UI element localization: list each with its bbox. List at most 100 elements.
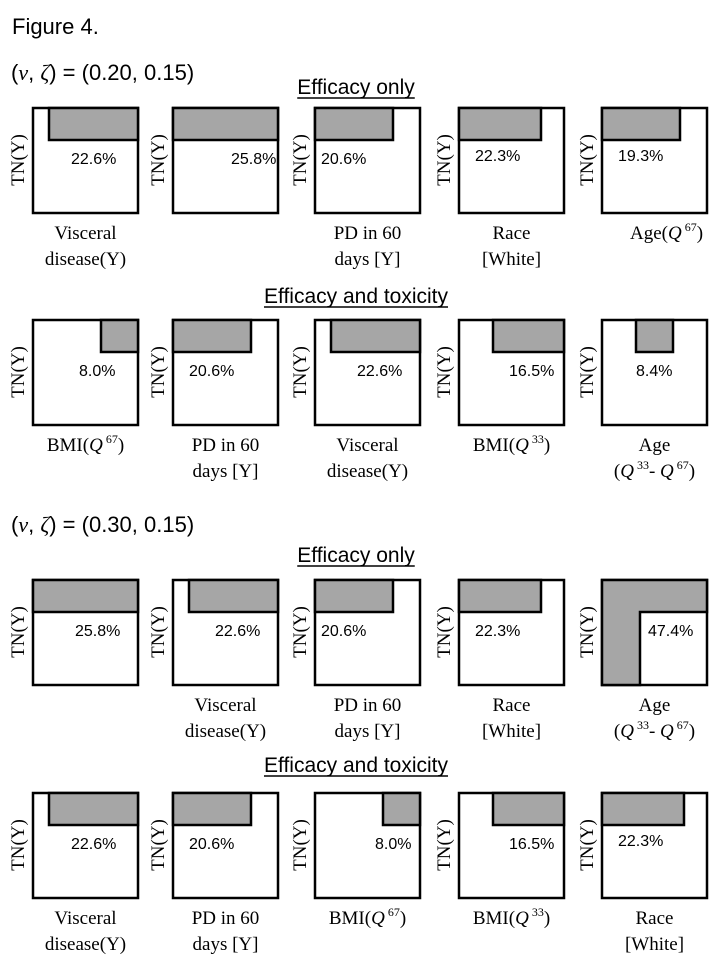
subgroup-percentage: 20.6% [321,151,366,168]
subgroup-shade [381,791,422,827]
split-variable-label: disease(Y) [185,721,266,742]
split-variable-label: Age [639,435,671,456]
tree-panel: 20.6% TN(Y) PD in 60 days [Y] [290,578,422,742]
tn-y-axis-label: TN(Y) [148,134,169,186]
tree-panel: 22.6% TN(Y) Visceral disease(Y) [290,318,422,482]
tree-panel: 22.6% TN(Y) Visceral disease(Y) [148,578,280,742]
split-variable-label: [White] [482,721,541,742]
panel-box [457,106,566,215]
parameter-label: (ν, ζ) = (0.20, 0.15) [11,60,194,85]
split-variable-label: [White] [625,934,684,955]
split-variable-label: Race [493,223,531,244]
parameter-label: (ν, ζ) = (0.30, 0.15) [11,512,194,537]
subgroup-percentage: 47.4% [648,623,693,640]
split-variable-label: days [Y] [335,721,401,742]
tree-panel: 8.0%TN(Y)BMI(Q 67) [8,318,140,456]
split-variable-label: Age(Q 67) [630,220,703,244]
subgroup-shade [187,578,280,614]
split-variable-label: BMI(Q 67) [329,905,406,929]
split-variable-label: Visceral [336,435,398,456]
subgroup-shade [47,106,140,142]
split-variable-label: (Q 33- Q 67) [614,458,695,482]
subgroup-percentage: 20.6% [321,623,366,640]
split-variable-label: BMI(Q 33) [473,905,550,929]
tn-y-axis-label: TN(Y) [577,819,598,871]
subgroup-percentage: 20.6% [189,836,234,853]
row-title: Efficacy only [297,76,415,99]
subgroup-percentage: 25.8% [75,623,120,640]
split-variable-label: PD in 60 [334,695,402,716]
split-variable-label: Race [636,908,674,929]
tn-y-axis-label: TN(Y) [8,134,29,186]
subgroup-percentage: 22.6% [215,623,260,640]
subgroup-percentage: 22.6% [71,151,116,168]
subgroup-shade [313,106,395,142]
split-variable-label: disease(Y) [327,461,408,482]
split-variable-label: Visceral [54,223,116,244]
subgroup-percentage: 22.6% [71,836,116,853]
tn-y-axis-label: TN(Y) [290,346,311,398]
tn-y-axis-label: TN(Y) [8,606,29,658]
tn-y-axis-label: TN(Y) [290,134,311,186]
tree-panel: 16.5%TN(Y)BMI(Q 33) [434,318,566,456]
tree-panel: 8.4% TN(Y) Age(Q 33- Q 67) [577,318,709,482]
subgroup-shade [31,578,140,614]
tree-panel: 8.0%TN(Y)BMI(Q 67) [290,791,422,929]
subgroup-shade [491,791,566,827]
tree-panel: 22.3% TN(Y) Race [White] [577,791,709,955]
subgroup-percentage: 25.8% [231,151,276,168]
split-variable-label: days [Y] [193,461,259,482]
split-variable-label: BMI(Q 33) [473,432,550,456]
subgroup-percentage: 16.5% [509,836,554,853]
tree-panel: 20.6% TN(Y) PD in 60 days [Y] [148,318,280,482]
subgroup-shade [600,106,682,142]
split-variable-label: PD in 60 [192,908,260,929]
split-variable-label: Visceral [194,695,256,716]
tn-y-axis-label: TN(Y) [8,346,29,398]
subgroup-percentage: 19.3% [618,148,663,165]
row-title: Efficacy only [297,544,415,567]
tree-panel: 25.8% TN(Y) [8,578,140,687]
subgroup-shade [491,318,566,354]
split-variable-label: PD in 60 [334,223,402,244]
subgroup-shade [171,318,253,354]
tn-y-axis-label: TN(Y) [290,606,311,658]
tn-y-axis-label: TN(Y) [434,134,455,186]
subgroup-shade [99,318,140,354]
subgroup-shade [457,106,543,142]
subgroup-shade [457,578,543,614]
tree-panel: 47.4%TN(Y)Age(Q 33- Q 67) [577,578,709,742]
tn-y-axis-label: TN(Y) [577,346,598,398]
split-variable-label: days [Y] [335,249,401,270]
tree-panel: 19.3% TN(Y) Age(Q 67) [577,106,709,244]
subgroup-percentage: 16.5% [509,363,554,380]
tn-y-axis-label: TN(Y) [434,819,455,871]
subgroup-shade [329,318,422,354]
tn-y-axis-label: TN(Y) [577,606,598,658]
tn-y-axis-label: TN(Y) [290,819,311,871]
subgroup-shade [313,578,395,614]
subgroup-percentage: 8.4% [636,363,672,380]
split-variable-label: disease(Y) [45,249,126,270]
split-variable-label: disease(Y) [45,934,126,955]
subgroup-percentage: 22.6% [357,363,402,380]
tree-panel: 16.5% TN(Y) BMI(Q 33) [434,791,566,929]
row-title: Efficacy and toxicity [264,285,449,308]
tn-y-axis-label: TN(Y) [434,606,455,658]
tree-panel: 22.3%TN(Y)Race[White] [434,578,566,742]
figure-label: Figure 4. [12,14,99,39]
split-variable-label: Race [493,695,531,716]
tree-panel: 20.6% TN(Y) PD in 60 days [Y] [290,106,422,270]
split-variable-label: Age [639,695,671,716]
subgroup-percentage: 20.6% [189,363,234,380]
tree-panel: 25.8% TN(Y) [148,106,280,215]
tn-y-axis-label: TN(Y) [148,606,169,658]
tn-y-axis-label: TN(Y) [577,134,598,186]
split-variable-label: [White] [482,249,541,270]
subgroup-percentage: 22.3% [618,833,663,850]
split-variable-label: PD in 60 [192,435,260,456]
tn-y-axis-label: TN(Y) [148,346,169,398]
subgroup-shade [600,578,709,687]
